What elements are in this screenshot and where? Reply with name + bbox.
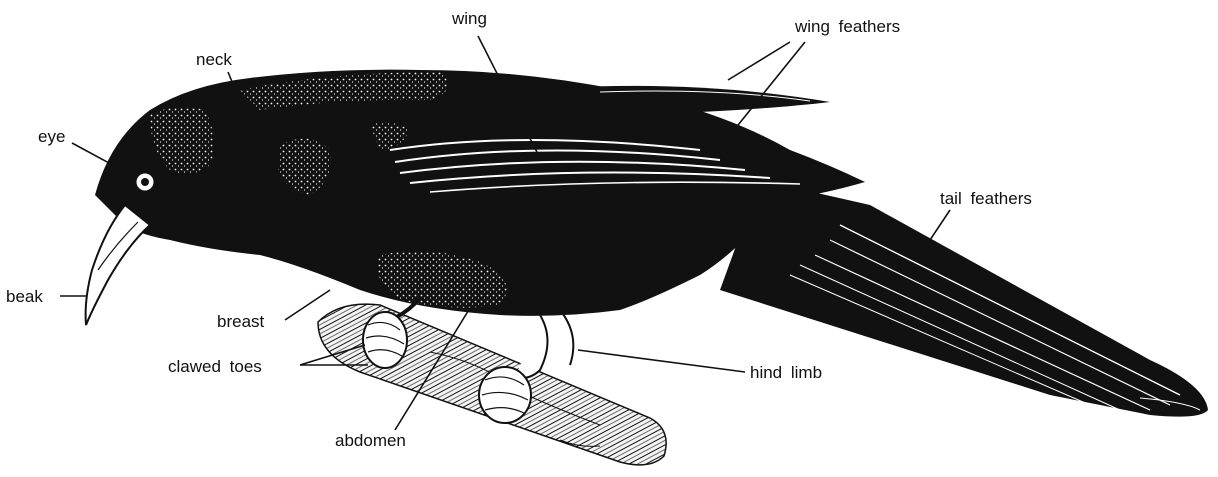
label-tail-feathers: tail feathers — [940, 189, 1032, 208]
leader-breast — [285, 290, 330, 320]
leader-wing-feathers-upper — [728, 42, 790, 80]
label-abdomen: abdomen — [335, 431, 406, 450]
label-clawed-toes: clawed toes — [168, 357, 262, 376]
label-hind-limb: hind limb — [750, 363, 822, 382]
label-wing-feathers: wing feathers — [794, 17, 900, 36]
label-beak: beak — [6, 287, 43, 306]
beak — [86, 205, 150, 325]
head — [135, 172, 155, 192]
leader-hind-limb — [578, 350, 745, 372]
label-neck: neck — [196, 50, 232, 69]
label-breast: breast — [217, 312, 265, 331]
label-wing: wing — [451, 9, 487, 28]
label-eye: eye — [38, 127, 65, 146]
